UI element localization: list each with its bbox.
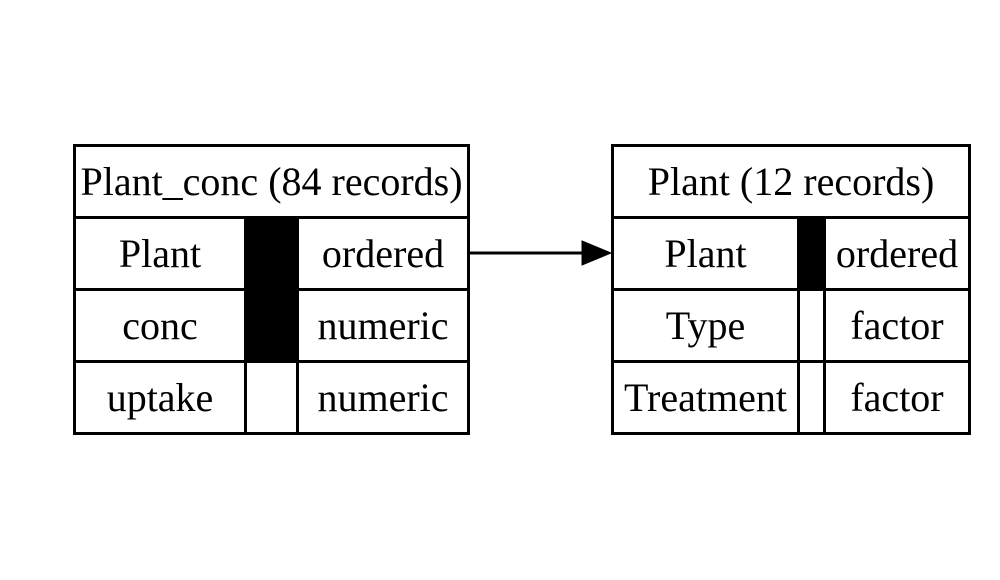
column-row: Treatment factor (611, 360, 971, 435)
column-name-cell: Treatment (611, 360, 800, 435)
entity-plant: Plant (12 records) Plant ordered Type fa… (611, 144, 971, 435)
entity-title: Plant_conc (84 records) (73, 144, 470, 219)
entity-title: Plant (12 records) (611, 144, 971, 219)
column-name-cell: Plant (611, 216, 800, 291)
column-row: conc numeric (73, 288, 470, 363)
column-row: Plant ordered (73, 216, 470, 291)
column-type-cell: ordered (823, 216, 971, 291)
column-name-cell: uptake (73, 360, 247, 435)
relation-arrowhead (581, 240, 613, 266)
column-type-cell: numeric (296, 288, 470, 363)
entity-title-row: Plant (12 records) (611, 144, 971, 219)
column-row: Plant ordered (611, 216, 971, 291)
column-name-cell: Type (611, 288, 800, 363)
column-type-cell: factor (823, 288, 971, 363)
key-indicator-cell (244, 360, 299, 435)
key-indicator-cell (797, 216, 826, 291)
key-indicator-cell (244, 216, 299, 291)
column-row: uptake numeric (73, 360, 470, 435)
column-name-cell: conc (73, 288, 247, 363)
column-row: Type factor (611, 288, 971, 363)
key-indicator-cell (797, 360, 826, 435)
column-type-cell: numeric (296, 360, 470, 435)
column-name-cell: Plant (73, 216, 247, 291)
entity-title-row: Plant_conc (84 records) (73, 144, 470, 219)
key-indicator-cell (244, 288, 299, 363)
column-type-cell: ordered (296, 216, 470, 291)
key-indicator-cell (797, 288, 826, 363)
column-type-cell: factor (823, 360, 971, 435)
entity-plant-conc: Plant_conc (84 records) Plant ordered co… (73, 144, 470, 435)
